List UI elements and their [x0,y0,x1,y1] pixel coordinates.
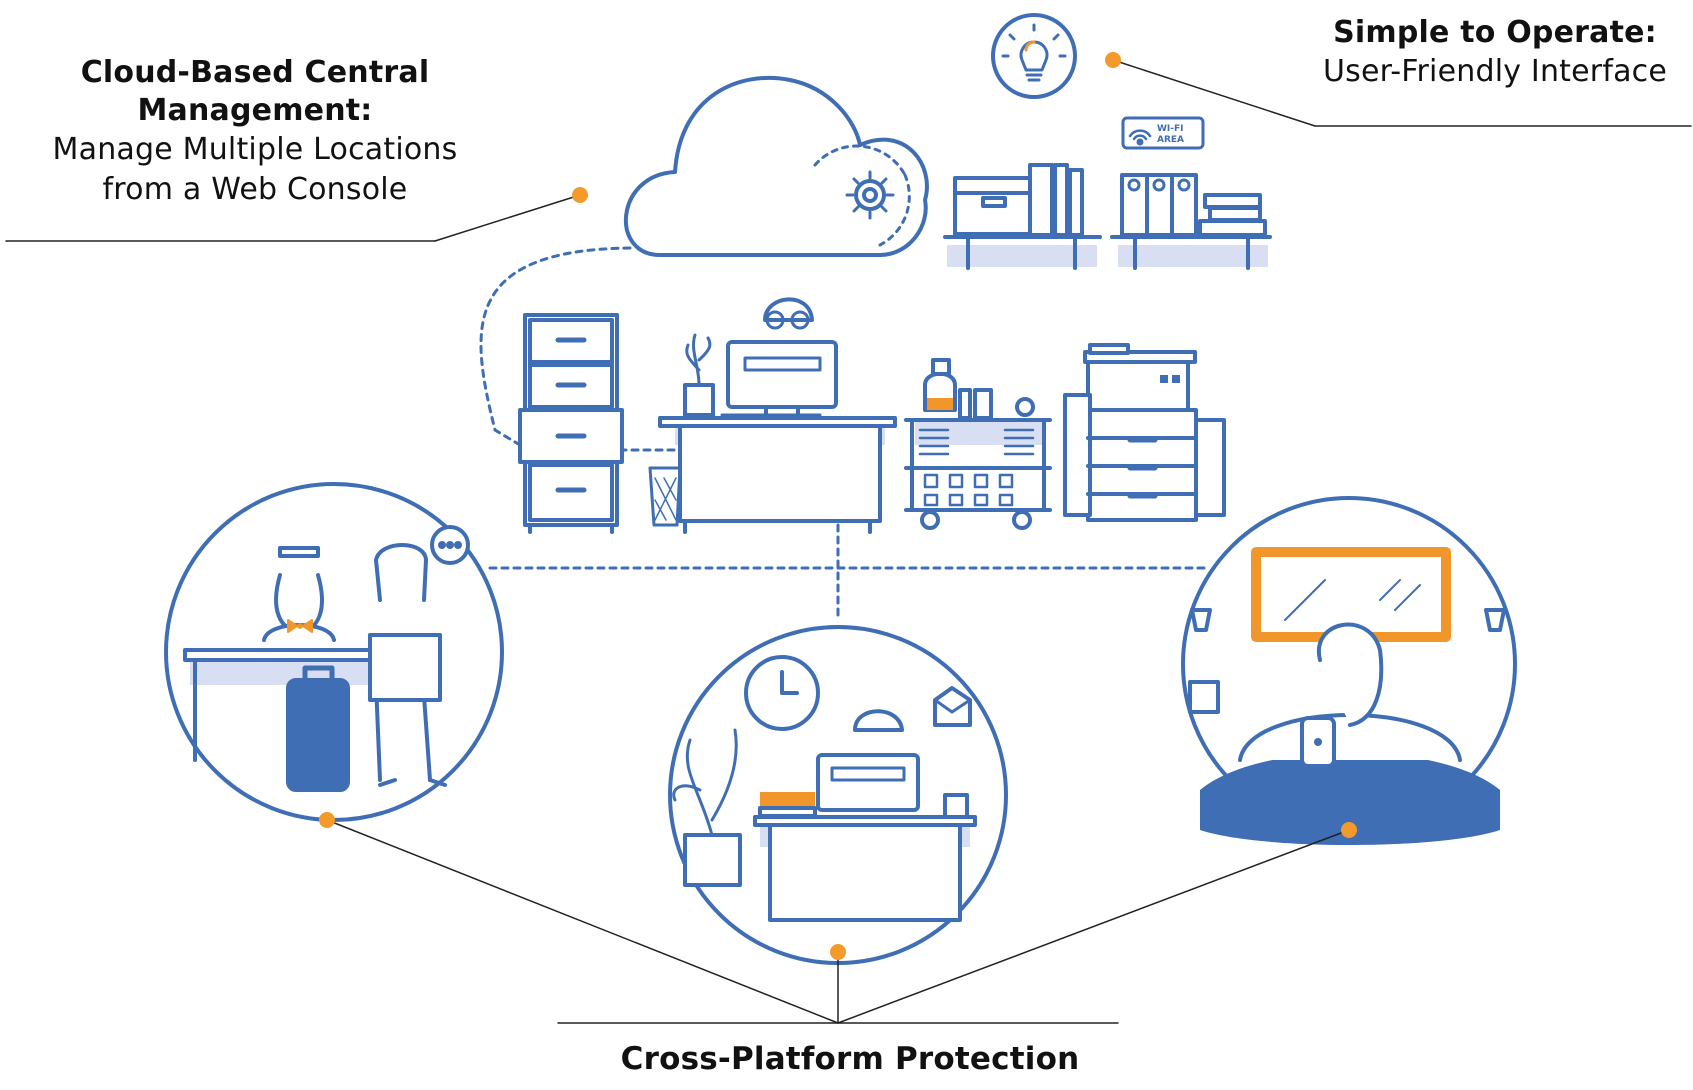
cross-platform-title: Cross-Platform Protection [620,1041,1080,1077]
dot-cloud [572,187,588,203]
simple-operate-title: Simple to Operate: [1333,15,1657,50]
hotel-room-scene [1181,496,1517,845]
filing-cabinet [518,313,624,534]
cloud-management-subtitle-2: from a Web Console [102,172,408,207]
dot-hotel-room [1341,822,1357,838]
cloud-gear-icon [624,75,929,257]
storage-shelves [943,163,1272,270]
lightbulb-icon [991,13,1077,99]
orange-dots [319,52,1357,960]
wifi-sign-text-2: AREA [1157,135,1184,145]
wifi-sign-text-1: WI-FI [1157,124,1184,134]
office-desk [648,297,897,534]
connector-lines [5,59,1692,1024]
reception-scene [164,482,504,822]
cloud-management-title: Cloud-Based Central Management: [80,55,430,128]
cloud-management-label: Cloud-Based Central Management: Manage M… [20,54,490,210]
home-office-scene [668,625,1008,965]
simple-operate-label: Simple to Operate: User-Friendly Interfa… [1300,14,1690,92]
coffee-cart [904,358,1052,530]
wifi-sign-icon [1121,116,1205,150]
dot-simple [1105,52,1121,68]
simple-operate-subtitle: User-Friendly Interface [1322,54,1668,89]
cloud-management-subtitle-1: Manage Multiple Locations [52,132,458,167]
dot-office [830,944,846,960]
dot-reception [319,812,335,828]
copier-machine [1063,343,1226,522]
cross-platform-label: Cross-Platform Protection [560,1040,1140,1078]
